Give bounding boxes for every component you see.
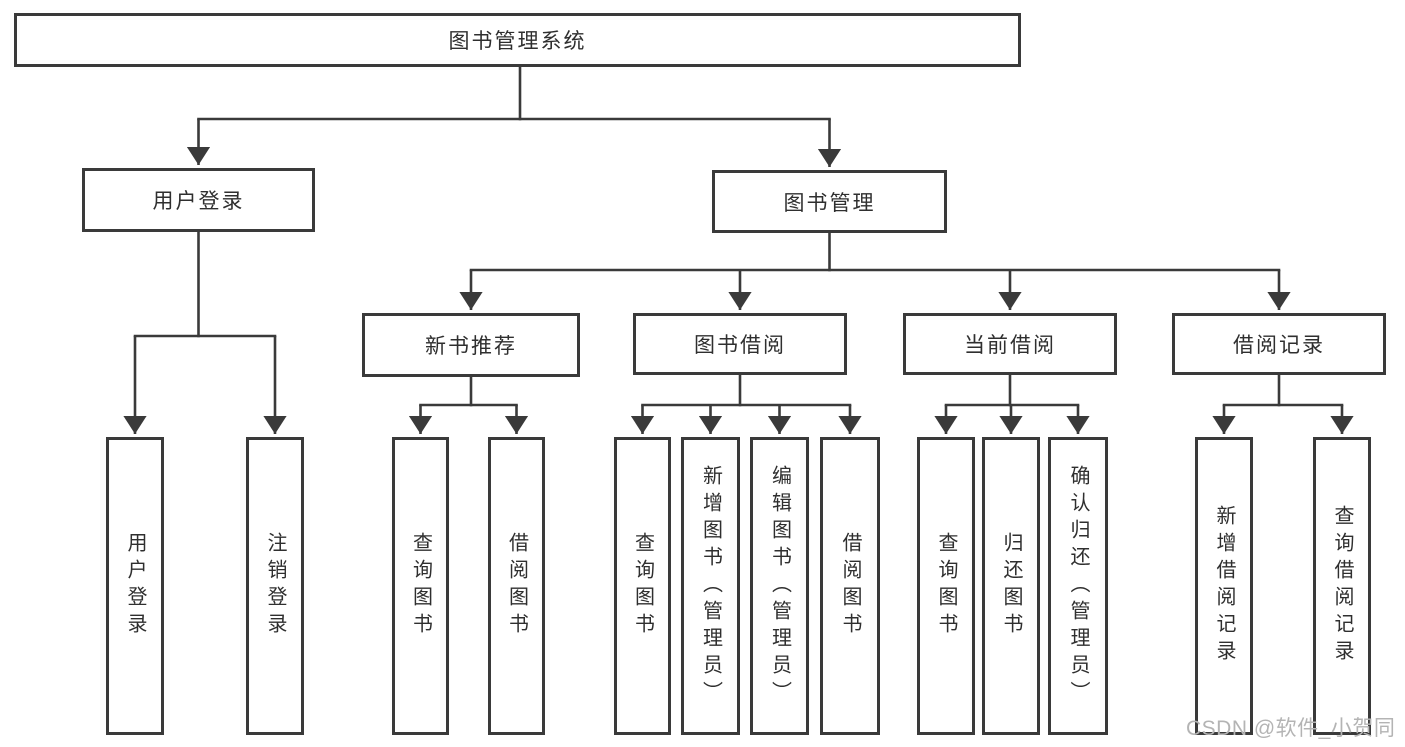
leaf-confirm-return-admin: 确认归还（管理员） [1048,437,1108,735]
leaf-user-login-label: 用户登录 [124,532,146,640]
leaf-borrow-books-label: 借阅图书 [839,532,861,640]
node-user-login-branch: 用户登录 [82,168,315,232]
leaf-add-books-admin-label: 新增图书（管理员） [699,464,722,708]
leaf-confirm-return-admin-label: 确认归还（管理员） [1067,464,1089,708]
leaf-edit-books-admin: 编辑图书（管理员） [750,437,809,735]
csdn-watermark: CSDN @软件_小贺同学 [1186,717,1396,740]
leaf-borrow-books: 借阅图书 [820,437,880,735]
leaf-query-books-recommendation-label: 查询图书 [409,532,432,640]
leaf-edit-books-admin-label: 编辑图书（管理员） [768,464,791,708]
leaf-return-books-label: 归还图书 [1000,532,1022,640]
node-current-borrowing: 当前借阅 [903,313,1117,375]
node-book-management-branch: 图书管理 [712,170,947,233]
leaf-add-books-admin: 新增图书（管理员） [681,437,740,735]
node-new-book-recommendation: 新书推荐 [362,313,580,377]
leaf-add-borrow-record: 新增借阅记录 [1195,437,1253,735]
leaf-query-borrow-record-label: 查询借阅记录 [1331,505,1353,667]
node-book-borrowing: 图书借阅 [633,313,847,375]
leaf-add-borrow-record-label: 新增借阅记录 [1213,505,1235,667]
leaf-logout-label: 注销登录 [264,532,286,640]
leaf-borrow-books-recommendation-label: 借阅图书 [505,532,528,640]
leaf-query-books-current-label: 查询图书 [935,532,957,640]
leaf-logout: 注销登录 [246,437,304,735]
node-root-system: 图书管理系统 [14,13,1021,67]
leaf-user-login: 用户登录 [106,437,164,735]
leaf-query-books-borrowing: 查询图书 [614,437,671,735]
leaf-query-books-current: 查询图书 [917,437,975,735]
leaf-query-books-recommendation: 查询图书 [392,437,449,735]
leaf-query-borrow-record: 查询借阅记录 [1313,437,1371,735]
leaf-borrow-books-recommendation: 借阅图书 [488,437,545,735]
leaf-return-books: 归还图书 [982,437,1040,735]
node-borrowing-records: 借阅记录 [1172,313,1386,375]
leaf-query-books-borrowing-label: 查询图书 [631,532,654,640]
